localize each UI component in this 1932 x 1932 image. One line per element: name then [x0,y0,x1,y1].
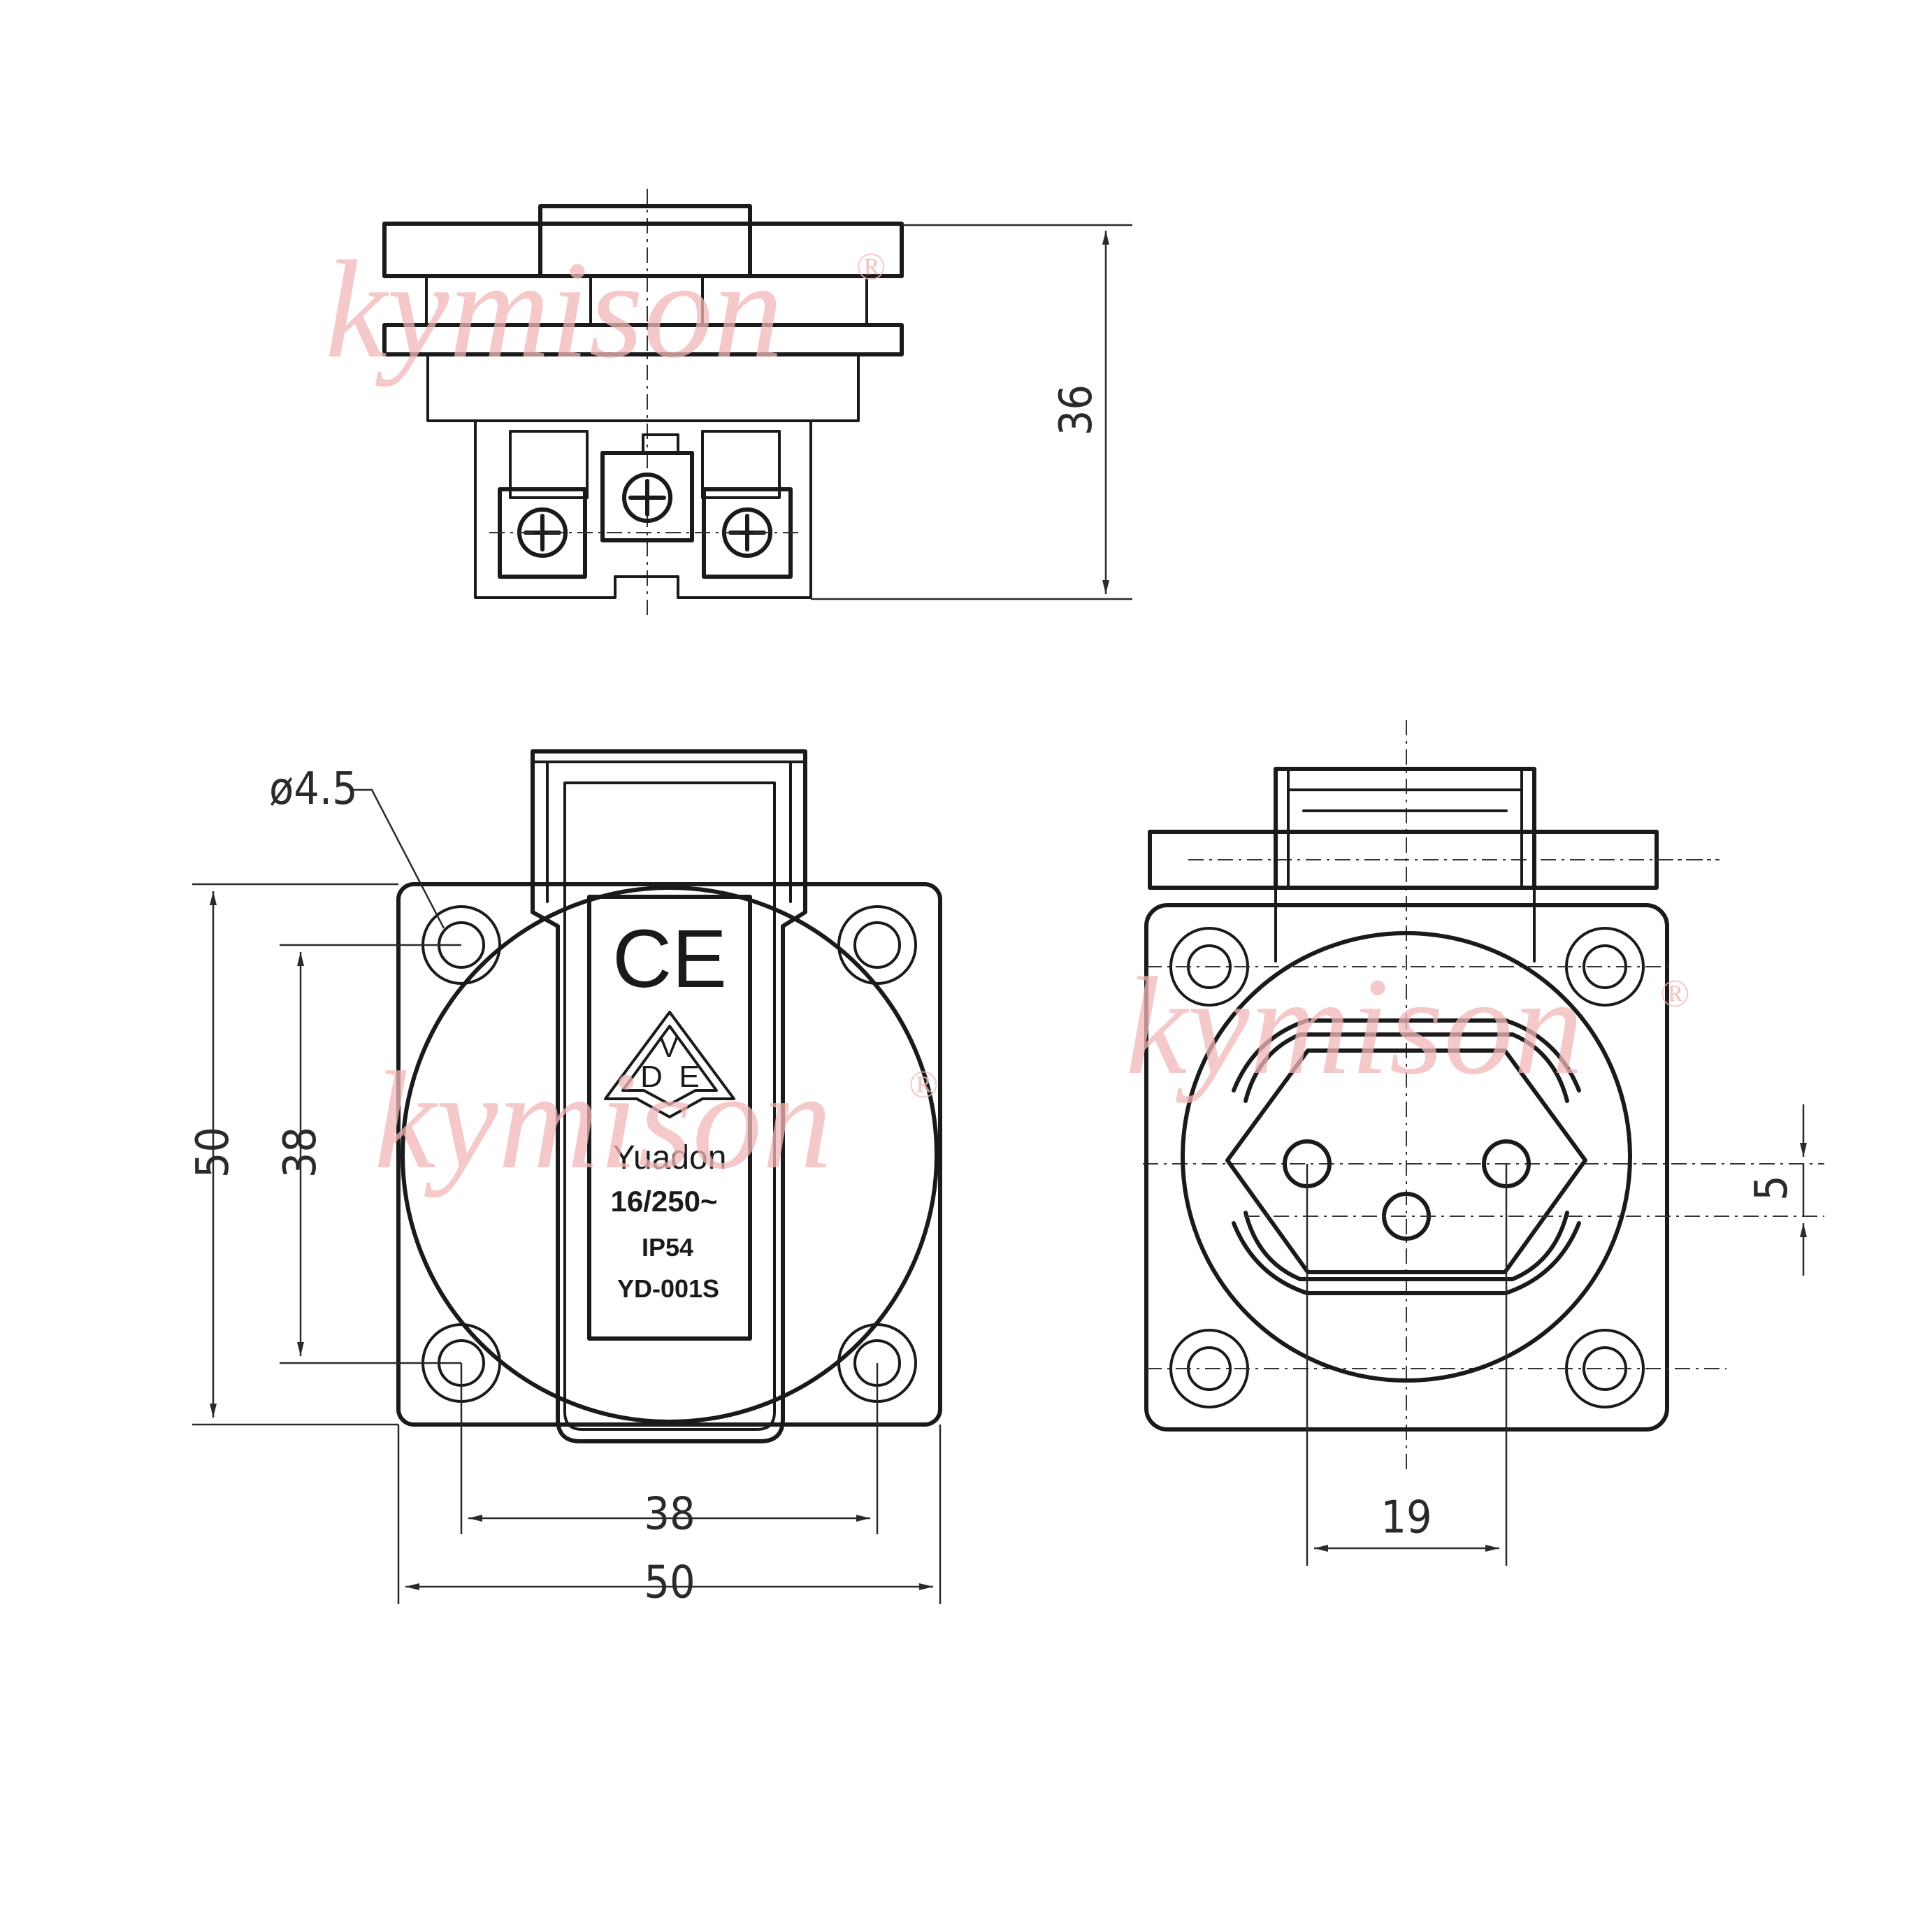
front-view: CE V D E Yuadon 16/250~ IP54 YD-001S ø4.… [187,749,942,1609]
svg-text:D: D [640,1060,663,1094]
model-label: YD-001S [617,1274,719,1303]
top-view: 36 [382,189,1132,615]
hole-height-dimension: 38 [275,1127,326,1178]
svg-text:®: ® [856,245,886,289]
svg-text:®: ® [909,1063,939,1106]
watermarks: kymison ® kymison ® kymison ® [325,233,1690,1198]
svg-text:kymison: kymison [374,1044,832,1198]
ip-rating-label: IP54 [642,1233,693,1262]
lid-label-panel [587,895,752,1341]
hole-diameter-dimension: ø4.5 [269,763,358,815]
hole-width-dimension: 38 [644,1489,695,1541]
terminal-screw-center [600,451,694,542]
ce-mark: CE [612,913,727,1005]
vde-mark: V D E [604,1011,735,1118]
socket-face-view: 19 5 [1143,720,1824,1566]
svg-text:®: ® [1660,972,1690,1016]
socket-body [401,886,939,1424]
svg-text:E: E [679,1060,699,1094]
svg-text:kymison: kymison [1125,949,1583,1104]
outer-height-dimension: 50 [187,1127,239,1178]
rating-label: 16/250~ [611,1185,718,1218]
pin-spacing-dimension: 19 [1380,1492,1432,1544]
svg-text:kymison: kymison [325,233,783,387]
brand-label: Yuadon [613,1139,727,1176]
height-dimension: 36 [1051,384,1102,435]
lid [531,749,807,1443]
outer-width-dimension: 50 [644,1557,695,1609]
pin-offset-dimension: 5 [1746,1175,1798,1201]
svg-text:V: V [659,1030,679,1063]
